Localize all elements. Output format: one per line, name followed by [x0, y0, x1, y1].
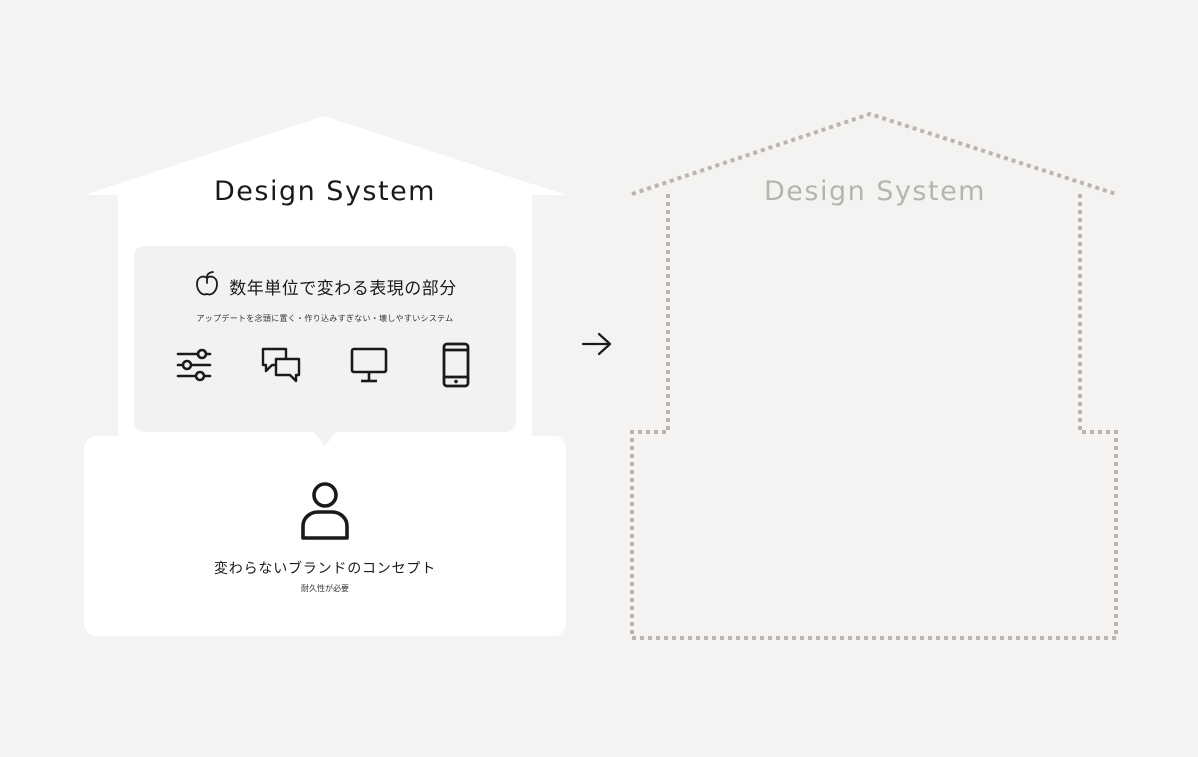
house-foundation [84, 436, 566, 636]
upper-panel-heading: 数年単位で変わる表現の部分 [134, 270, 516, 302]
panel-pointer [314, 432, 336, 446]
upper-panel-subtitle: アップデートを念頭に置く・作り込みすぎない・壊しやすいシステム [196, 314, 454, 323]
foundation-subtitle: 耐久性が必要 [301, 584, 349, 593]
ghost-house-outline [630, 111, 1118, 640]
upper-panel [134, 246, 516, 432]
desktop-monitor-icon [349, 345, 389, 389]
house-title: Design System [214, 176, 436, 207]
ghost-house-title: Design System [764, 176, 986, 207]
arrow-right-icon [580, 330, 614, 362]
apple-icon [193, 270, 221, 302]
sliders-icon [174, 345, 214, 389]
foundation-icon-wrap [84, 480, 566, 546]
upper-panel-icons [150, 342, 500, 392]
chat-bubbles-icon [260, 345, 302, 389]
foundation-title: 変わらないブランドのコンセプト [214, 561, 436, 577]
smartphone-icon [441, 342, 471, 392]
upper-panel-title: 数年単位で変わる表現の部分 [229, 278, 457, 299]
house-roof [84, 116, 566, 195]
user-icon [298, 480, 352, 546]
